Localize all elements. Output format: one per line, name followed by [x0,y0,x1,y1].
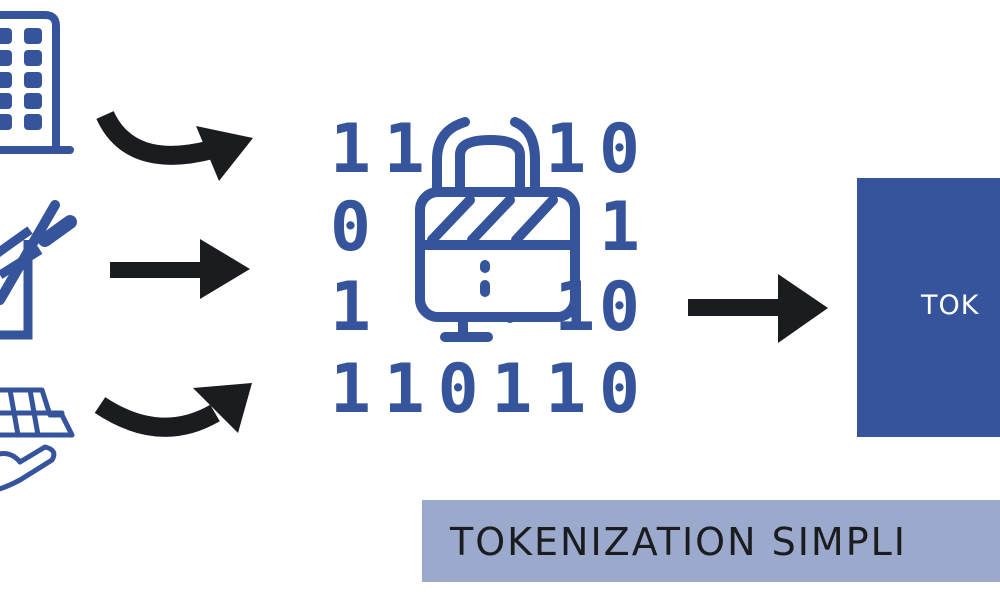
token-box-label: TOK [921,290,980,321]
title-banner: TOKENIZATION SIMPLI [422,500,1000,582]
building-icon [0,11,74,154]
curved-arrow-top [96,110,253,181]
solar-panel-hand-icon [0,387,75,492]
arrow-to-token [688,274,828,343]
token-box: TOK [857,178,1000,437]
binary-lock-icon: 11 10 0 1 1 10 110110 [330,110,640,429]
straight-arrow-middle [110,239,250,299]
binary-row: 110110 [330,350,640,429]
binary-row: 1 10 [330,268,640,347]
padlock-icon [415,117,580,342]
binary-row: 11 10 [330,110,640,189]
curved-arrow-bottom [94,383,252,437]
banner-title: TOKENIZATION SIMPLI [450,520,908,564]
airplane-icon [0,200,77,340]
